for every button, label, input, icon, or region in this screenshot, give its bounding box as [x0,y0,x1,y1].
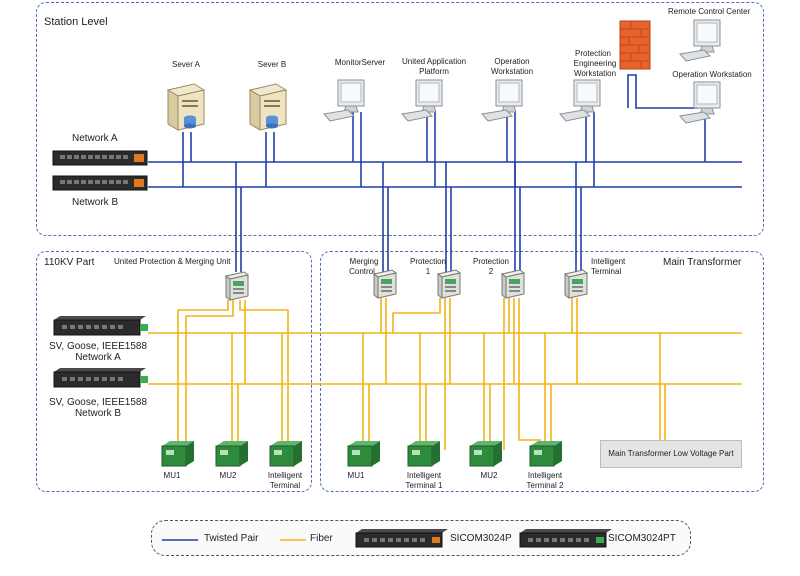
fiber-lines [148,298,742,450]
low-voltage-part-box: Main Transformer Low Voltage Part [600,440,742,468]
mu2-left-label: MU2 [219,471,237,480]
legend-sicom3024pt-label: SICOM3024PT [608,533,676,544]
operation-workstation-label-2: Workstation [490,67,534,76]
united-app-label-2: Platform [419,67,449,76]
protection-engineering-workstation-icon [559,79,601,122]
protection-eng-label-2: Engineering [573,59,617,68]
protection-1-label-2: 1 [425,267,431,276]
monitor-server-label: MonitorServer [334,58,386,67]
remote-workstation-top-icon [679,19,721,62]
sv-network-b-label-1: SV, Goose, IEEE1588 [48,397,148,408]
network-b-switch-icon [52,175,148,191]
sv-network-a-label-2: Network A [75,352,121,363]
sicom3024p-icon [355,529,448,548]
legend-sicom3024p-label: SICOM3024P [450,533,512,544]
intelligent-terminal-label-1: Intelligent [591,257,626,266]
sicom3024pt-icon [519,529,612,548]
united-protection-label: United Protection & Merging Unit [114,257,231,266]
legend: Twisted Pair Fiber SICOM3024P SICOM3024P… [151,520,691,556]
protection-1-label-1: Protection [409,257,447,266]
sv-network-b-switch-icon [53,368,148,388]
station-level-region [36,2,764,236]
protection-2-unit-icon [500,269,526,299]
legend-twisted-pair-label: Twisted Pair [204,533,259,544]
mu2-right-label: MU2 [480,471,498,480]
mu1-left-ied-icon [161,441,194,467]
intelligent-terminal-2-ied-icon [529,441,562,467]
intelligent-terminal-2-label-1: Intelligent [527,471,563,480]
legend-fiber-label: Fiber [310,533,333,544]
firewall-icon [619,20,651,70]
remote-operation-workstation-icon [679,81,721,124]
sv-network-a-label-1: SV, Goose, IEEE1588 [48,341,148,352]
intelligent-terminal-1-label-1: Intelligent [406,471,442,480]
fiber-swatch [280,539,306,541]
mu2-left-ied-icon [215,441,248,467]
110kv-part-region [36,251,312,492]
operation-workstation-label-1: Operation [494,57,530,66]
remote-operation-workstation-label: Operation Workstation [672,70,752,79]
united-app-platform-icon [401,79,443,122]
network-b-label: Network B [72,197,119,208]
intelligent-terminal-1-label-2: Terminal 1 [405,481,443,490]
monitor-server-icon [323,79,365,122]
network-a-label: Network A [72,133,118,144]
110kv-part-label: 110KV Part [44,257,95,268]
server-b-icon [248,83,288,131]
remote-control-center-label: Remote Control Center [668,7,751,16]
protection-1-unit-icon [436,269,462,299]
sv-network-a-switch-icon [53,316,148,336]
twisted-pair-lines [148,74,742,272]
main-transformer-region [320,251,764,492]
mu1-right-label: MU1 [347,471,365,480]
merging-label-2: Control [349,267,375,276]
united-protection-unit-icon [224,271,250,301]
mu1-right-ied-icon [347,441,380,467]
intelligent-terminal-left-label-2: Terminal [269,481,301,490]
network-a-switch-icon [52,150,148,166]
protection-eng-label-3: Workstation [573,69,617,78]
merging-label-1: Merging [349,257,379,266]
mu1-left-label: MU1 [163,471,181,480]
operation-workstation-icon [481,79,523,122]
server-b-label: Sever B [257,60,287,69]
station-level-label: Station Level [44,16,108,28]
server-a-label: Sever A [171,60,201,69]
united-app-label-1: United Application [401,57,467,66]
server-a-icon [166,83,206,131]
intelligent-terminal-1-ied-icon [407,441,440,467]
twisted-pair-swatch [162,539,198,541]
protection-2-label-1: Protection [472,257,510,266]
intelligent-terminal-left-label-1: Intelligent [267,471,303,480]
protection-2-label-2: 2 [488,267,494,276]
mu2-right-ied-icon [469,441,502,467]
intelligent-terminal-label-2: Terminal [591,267,622,276]
intelligent-terminal-left-ied-icon [269,441,302,467]
merging-control-unit-icon [372,269,398,299]
intelligent-terminal-2-label-2: Terminal 2 [526,481,564,490]
main-transformer-label: Main Transformer [663,257,742,268]
intelligent-terminal-unit-icon [563,269,589,299]
sv-network-b-label-2: Network B [74,408,122,419]
protection-eng-label-1: Protection [574,49,612,58]
